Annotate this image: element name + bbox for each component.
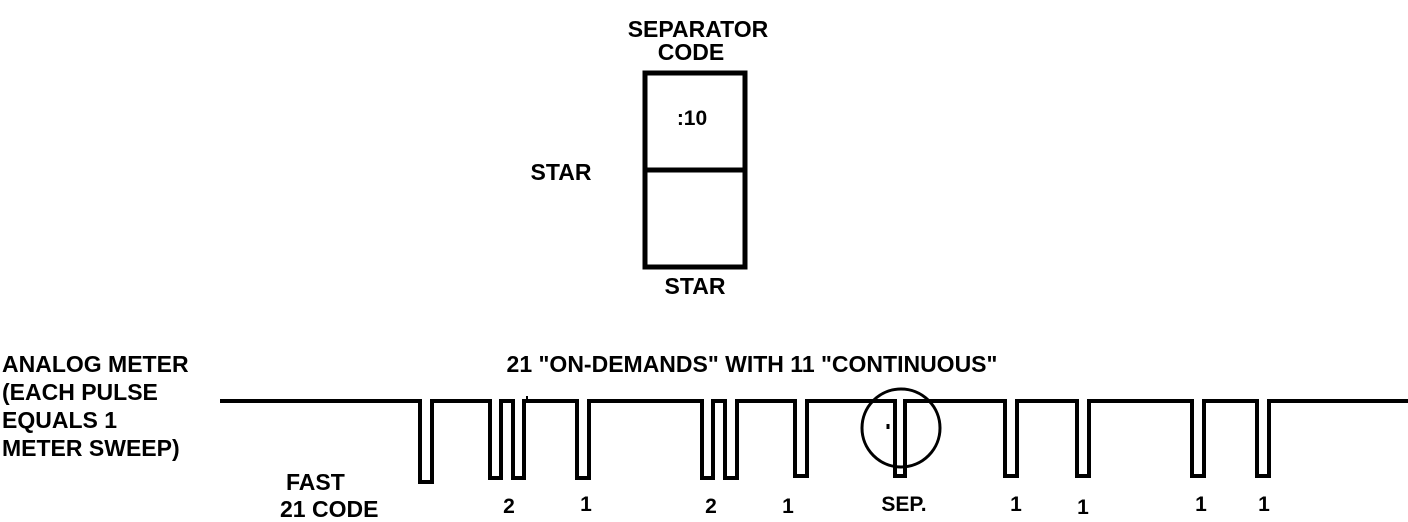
- pulse-group-label: 1: [1258, 493, 1270, 516]
- star-bottom-label: STAR: [665, 273, 726, 299]
- pulse-group-label: 1: [782, 495, 794, 518]
- pulse-group-label: 1: [1077, 496, 1089, 519]
- separator-top-value: :10: [677, 107, 707, 130]
- analog-meter-label: ANALOG METER (EACH PULSE EQUALS 1 METER …: [2, 351, 189, 461]
- pulse-group-label: 1: [1010, 493, 1022, 516]
- meter-label-line2: (EACH PULSE: [2, 379, 158, 405]
- star-left-label: STAR: [531, 159, 592, 185]
- pulse-group-label: SEP.: [881, 493, 926, 516]
- fast-code-line2: 21 CODE: [280, 496, 378, 522]
- pulse-group-label: 1: [580, 493, 592, 516]
- pulse-group-label: 1: [1195, 493, 1207, 516]
- fast-code-line1: FAST: [286, 469, 345, 495]
- pulse-group-labels: 2 1 2 1 SEP. 1 1 1 1: [503, 493, 1270, 519]
- pulse-waveform: [220, 399, 1408, 484]
- separator-code-box: SEPARATOR CODE :10 STAR STAR: [531, 16, 769, 299]
- separator-box-bottom: [642, 167, 748, 270]
- separator-title-line2: CODE: [658, 39, 724, 65]
- separator-title-line1: SEPARATOR: [628, 16, 769, 42]
- pulse-group-label: 2: [705, 495, 717, 518]
- pulse-group-label: 2: [503, 495, 515, 518]
- meter-label-line1: ANALOG METER: [2, 351, 189, 377]
- waveform-title: 21 "ON-DEMANDS" WITH 11 "CONTINUOUS": [507, 351, 998, 377]
- meter-label-line4: METER SWEEP): [2, 435, 180, 461]
- separator-highlight-circle: [860, 387, 942, 469]
- meter-label-line3: EQUALS 1: [2, 407, 117, 433]
